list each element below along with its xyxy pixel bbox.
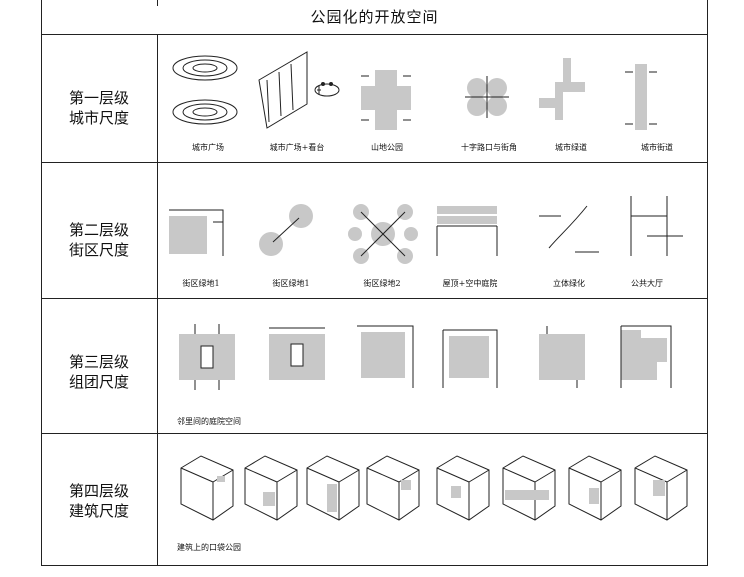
table-rule: [41, 565, 708, 566]
mountain-park-diagram: [361, 70, 411, 130]
caption: 城市街道: [641, 143, 673, 152]
plaza-stand-sketch: [258, 51, 321, 129]
row-label-level-2: 第二层级街区尺度: [68, 221, 129, 259]
table-rule: [41, 433, 708, 434]
block-green-1-diagram: [169, 209, 224, 256]
caption: 邻里间的庭院空间: [177, 417, 241, 426]
courtyard-diagram: [539, 326, 585, 388]
city-plaza-sketch: [172, 55, 238, 125]
vertical-green-sketch: [539, 205, 599, 253]
street-diagram: [625, 64, 657, 130]
table-rule: [41, 162, 708, 163]
table-rule: [41, 298, 708, 299]
caption: 立体绿化: [553, 279, 585, 288]
pocket-park-box: [568, 455, 622, 521]
row-label-level-1: 第一层级城市尺度: [68, 89, 129, 127]
table-border-right: [707, 0, 708, 566]
crossroad-diagram: [465, 76, 509, 118]
caption: 街区绿地1: [272, 279, 310, 288]
figure-sketch: [314, 82, 340, 97]
table-rule: [157, 0, 158, 6]
caption: 城市绿道: [555, 143, 587, 152]
pocket-park-box: [180, 455, 234, 521]
pocket-park-box: [436, 455, 490, 521]
caption: 城市广场: [192, 143, 224, 152]
block-green-1b-diagram: [259, 204, 313, 256]
courtyard-diagram: [269, 327, 325, 380]
pocket-park-box: [366, 455, 420, 521]
rooftop-garden-diagram: [436, 206, 498, 256]
pocket-park-box: [634, 455, 688, 521]
pocket-park-box: [502, 455, 556, 521]
courtyard-diagram: [442, 329, 498, 388]
courtyard-diagram: [179, 324, 235, 390]
caption: 街区绿地1: [182, 279, 220, 288]
row-label-level-3: 第三层级组团尺度: [68, 353, 129, 391]
row-label-level-4: 第四层级建筑尺度: [68, 482, 129, 520]
caption: 城市广场+看台: [269, 143, 325, 152]
block-green-2-diagram: [348, 204, 418, 264]
table-column-divider: [157, 34, 158, 566]
caption: 屋顶+空中庭院: [442, 279, 498, 288]
pocket-park-box: [306, 455, 360, 521]
caption: 山地公园: [371, 143, 403, 152]
pocket-park-box: [244, 455, 298, 521]
courtyard-diagram: [357, 325, 414, 388]
diagram-table: 公园化的开放空间 第一层级城市尺度 第二层级街区尺度 第三层级组团尺度 第四层级…: [41, 0, 708, 566]
table-border-left: [41, 0, 42, 566]
public-hall-sketch: [630, 196, 683, 256]
caption: 街区绿地2: [363, 279, 401, 288]
diagram-title: 公园化的开放空间: [310, 8, 439, 26]
table-rule: [41, 34, 708, 35]
greenway-diagram: [539, 58, 585, 120]
courtyard-diagram: [620, 325, 672, 388]
caption: 建筑上的口袋公园: [177, 543, 241, 552]
caption: 公共大厅: [631, 279, 663, 288]
caption: 十字路口与街角: [461, 143, 517, 152]
